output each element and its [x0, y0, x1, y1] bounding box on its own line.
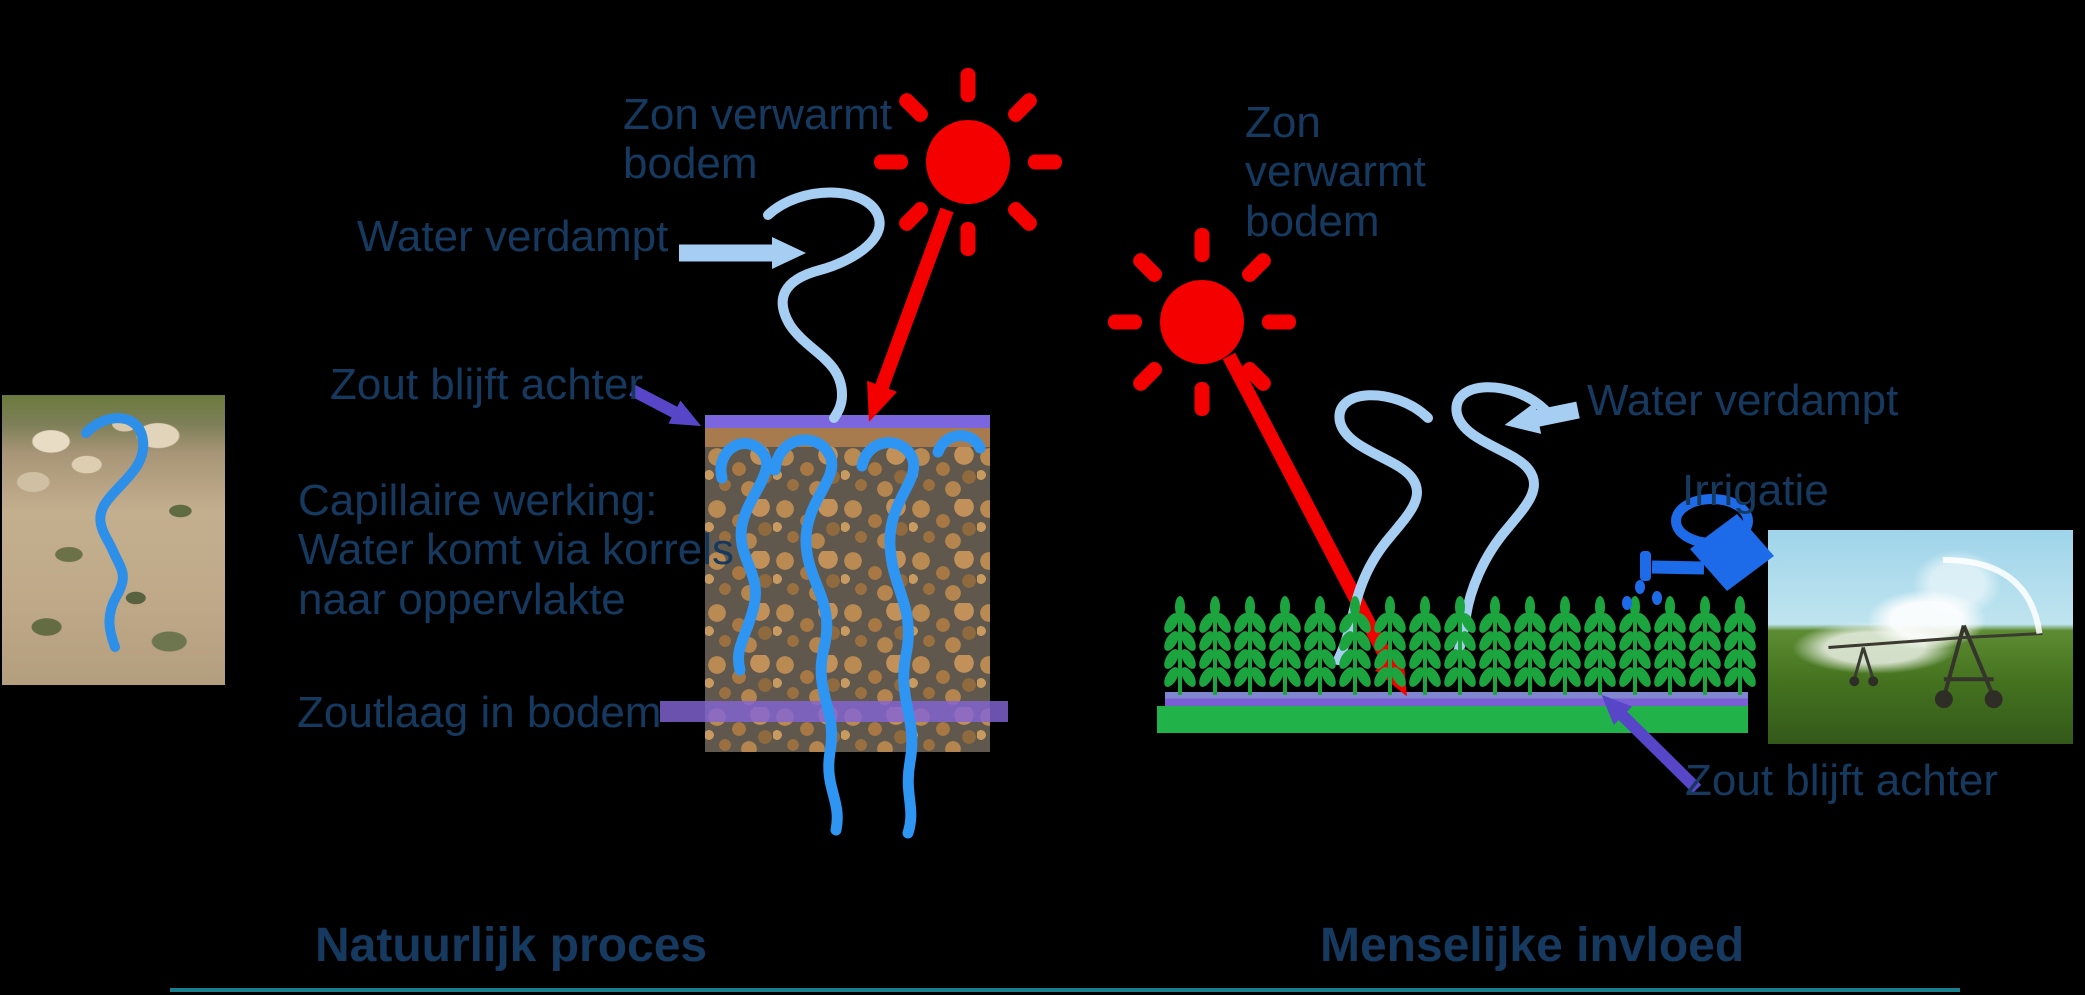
wheat-plant-icon: [1581, 596, 1619, 695]
label-sun-heats-soil-left: Zon verwarmt bodem: [623, 90, 892, 189]
rocky-soil-photo: [2, 395, 225, 685]
wheat-plant-icon: [1616, 596, 1654, 695]
wheat-plant-icon: [1721, 596, 1759, 695]
label-salt-layer-in-soil: Zoutlaag in bodem: [297, 688, 662, 737]
irrigation-pivot-structure: [1828, 556, 2043, 709]
caption-natural-process: Natuurlijk proces: [315, 919, 708, 972]
sun-beam-icon: [867, 207, 954, 423]
surface-salt-band: [705, 415, 990, 428]
water-flow-squiggle-icon: [769, 434, 843, 836]
label-irrigation: Irrigatie: [1682, 466, 1829, 515]
sun-icon: [874, 68, 1062, 256]
water-drops-icon: [1622, 580, 1662, 610]
topsoil-band: [705, 428, 990, 447]
label-salt-remains-left: Zout blijft achter: [330, 360, 644, 409]
wheat-row: [1161, 596, 1759, 695]
sun-icon: [1108, 228, 1296, 416]
wheat-plant-icon: [1441, 596, 1479, 695]
label-salt-remains-right: Zout blijft achter: [1685, 756, 1999, 805]
wheat-plant-icon: [1651, 596, 1689, 695]
wheat-plant-icon: [1511, 596, 1549, 695]
wheat-plant-icon: [1406, 596, 1444, 695]
vapor-squiggle-icon: [763, 187, 885, 423]
wheat-plant-icon: [1476, 596, 1514, 695]
irrigation-sprinkler-photo: [1768, 530, 2073, 744]
label-water-evaporates-left: Water verdampt: [357, 212, 669, 261]
water-flow-squiggle-icon: [932, 430, 986, 458]
wheat-plant-icon: [1686, 596, 1724, 695]
water-flow-squiggle-icon: [715, 438, 773, 676]
wheat-plant-icon: [1301, 596, 1339, 695]
caption-human-influence: Menselijke invloed: [1320, 919, 1745, 972]
label-sun-heats-soil-right: Zon verwarmt bodem: [1245, 98, 1426, 246]
label-water-evaporates-right: Water verdampt: [1587, 376, 1899, 425]
label-capillary-action: Capillaire werking: Water komt via korre…: [298, 476, 735, 624]
wheat-plant-icon: [1161, 596, 1199, 695]
wheat-plant-icon: [1371, 596, 1409, 695]
wheat-plant-icon: [1546, 596, 1584, 695]
wheat-plant-icon: [1196, 596, 1234, 695]
arrow-up-left-icon: [1601, 694, 1702, 794]
wheat-plant-icon: [1231, 596, 1269, 695]
arrow-left-icon: [1504, 401, 1580, 434]
watering-can-icon: [1640, 494, 1774, 591]
wheat-plant-icon: [1266, 596, 1304, 695]
water-flow-squiggle-icon: [81, 413, 149, 652]
water-flow-squiggle-icon: [856, 437, 920, 839]
field-soil-block: [1157, 706, 1748, 733]
arrow-down-right-icon: [629, 384, 702, 427]
bottom-divider-line: [170, 988, 1960, 992]
